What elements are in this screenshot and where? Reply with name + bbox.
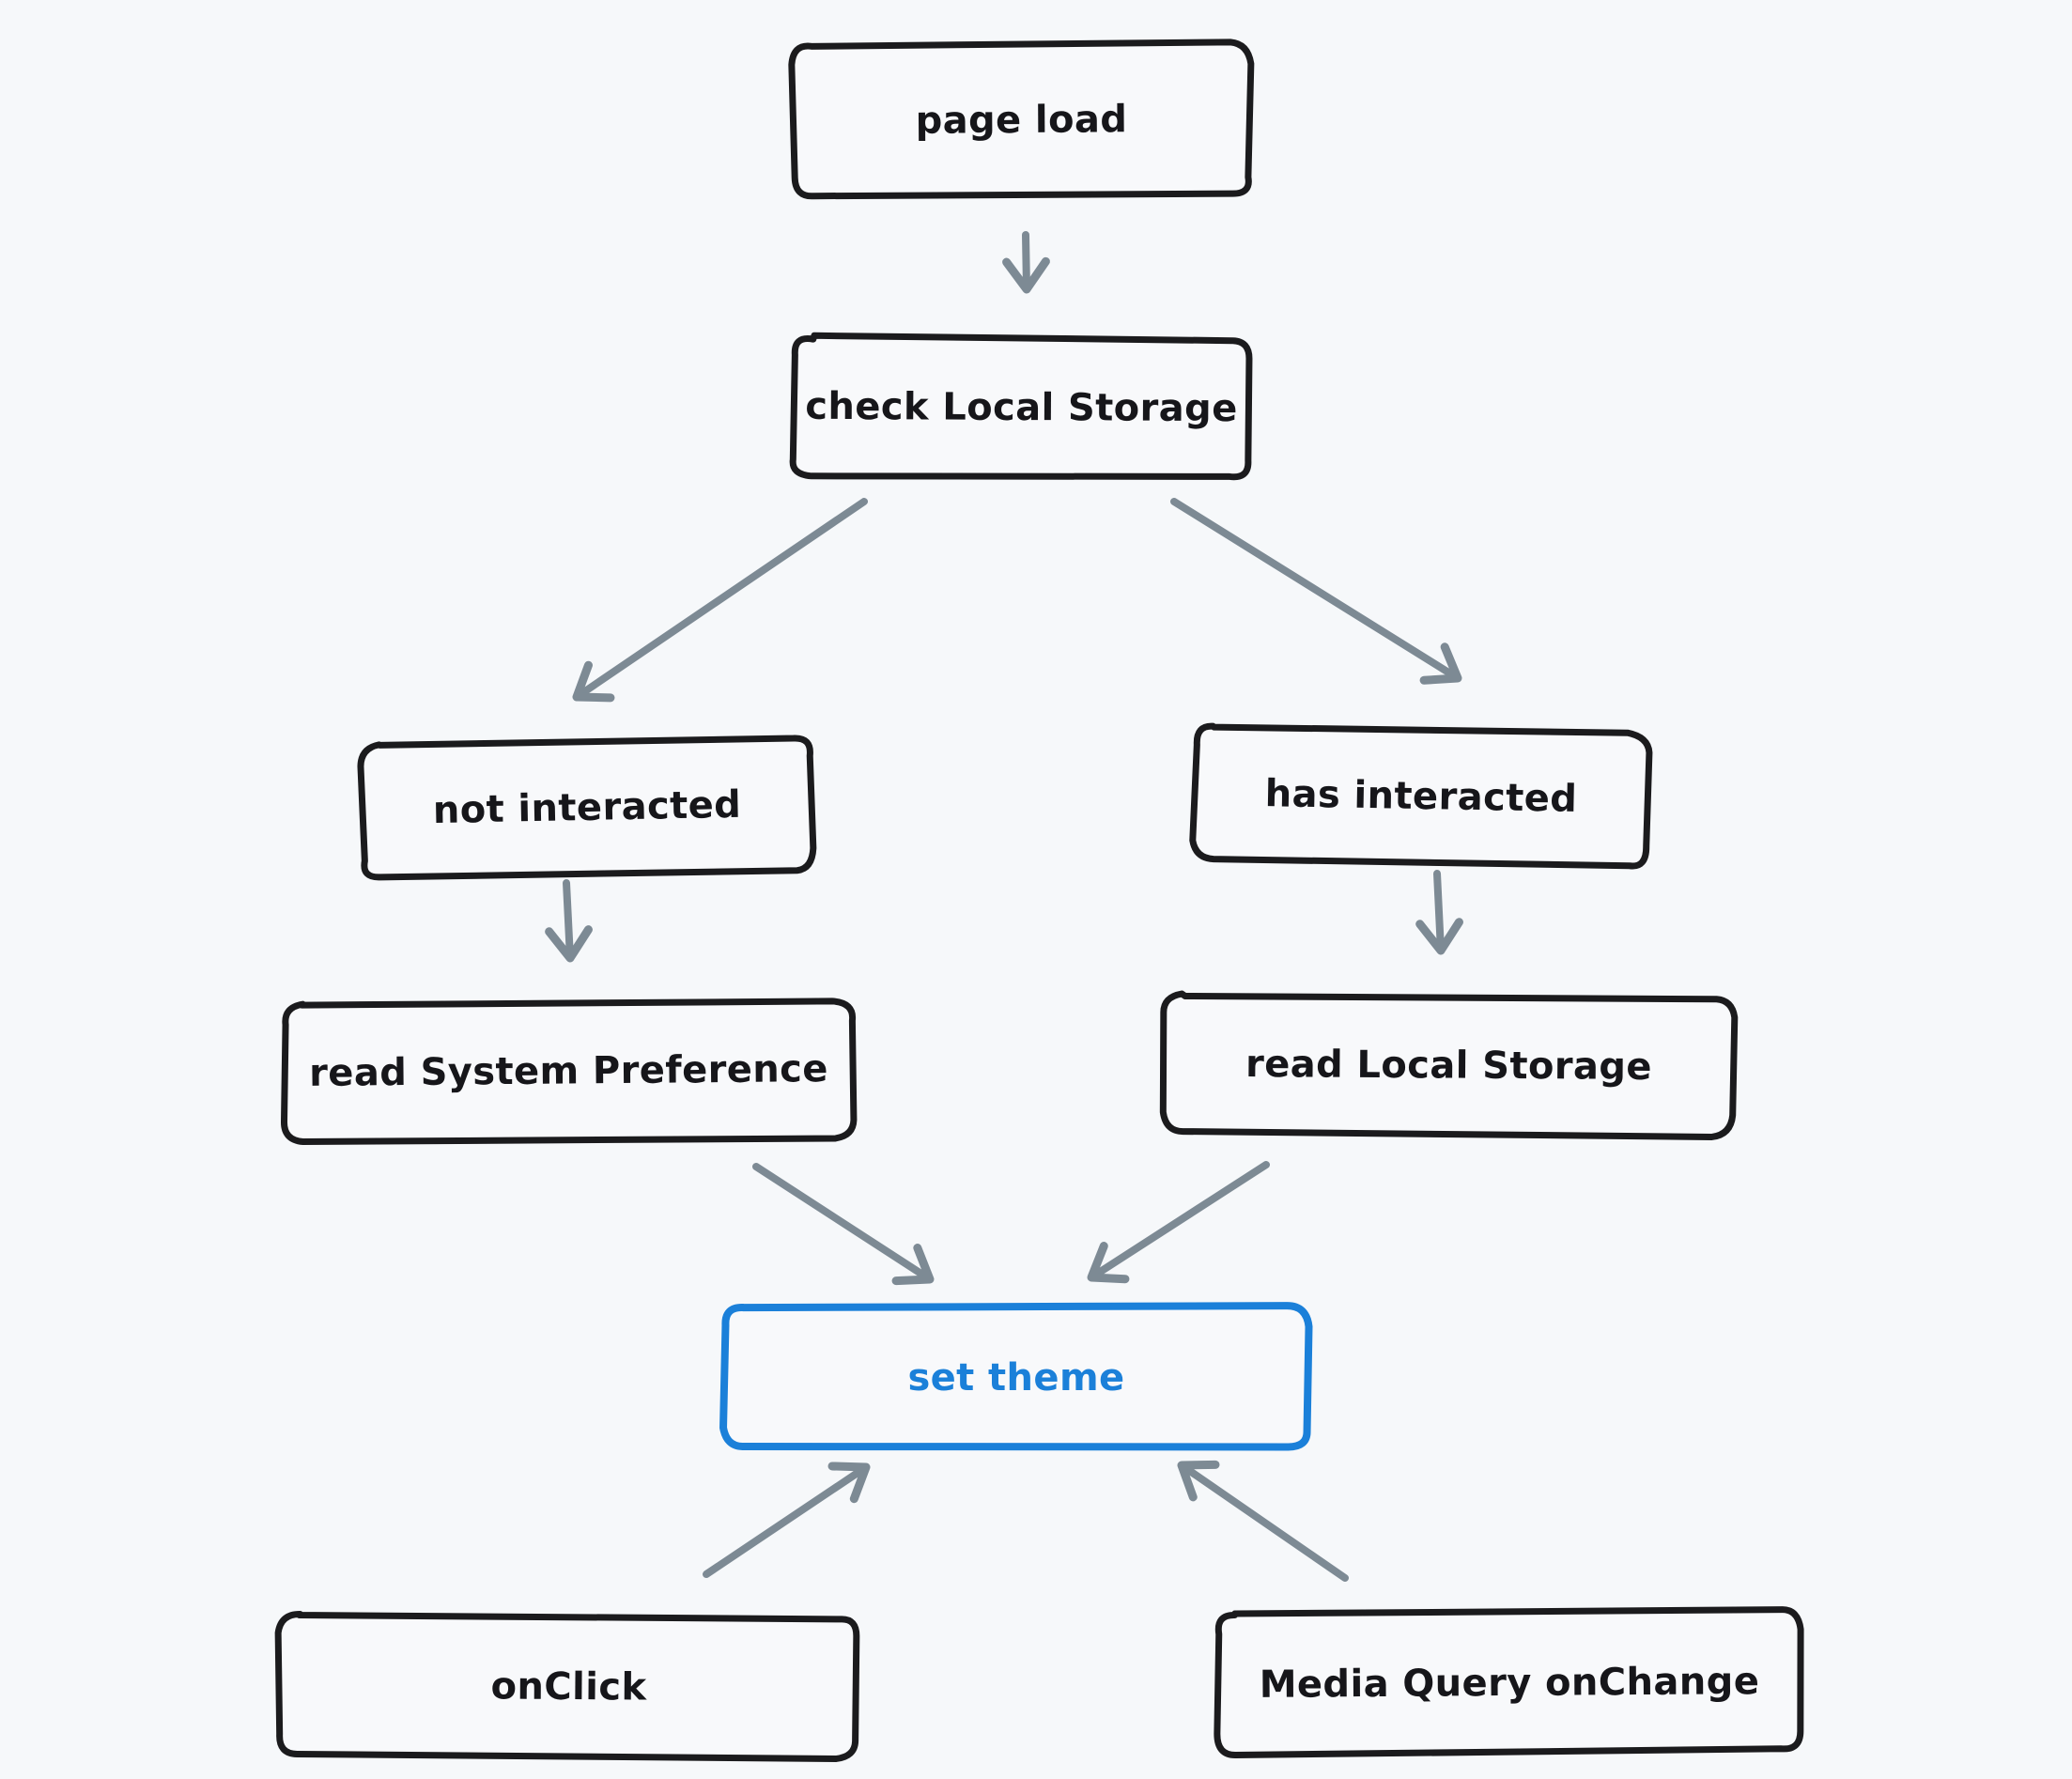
node-label: read Local Storage — [1245, 1043, 1652, 1089]
edge-arrowhead — [1177, 1460, 1220, 1502]
edge-line — [1170, 498, 1461, 682]
node-label: page load — [915, 98, 1127, 143]
node-border — [274, 1610, 860, 1762]
node-border — [281, 998, 858, 1146]
node-set-theme[interactable]: set theme — [719, 1302, 1313, 1451]
node-onclick[interactable]: onClick — [274, 1610, 860, 1762]
edge-media-query-to-set-theme — [1177, 1460, 1349, 1582]
node-page-load[interactable]: page load — [788, 39, 1255, 200]
edge-line — [1088, 1161, 1270, 1281]
node-border — [788, 39, 1255, 200]
edge-arrowhead — [1415, 918, 1463, 955]
edge-page-load-to-check — [1002, 231, 1050, 294]
edge-arrowhead — [1002, 256, 1050, 294]
edge-read-local-to-set-theme — [1087, 1161, 1270, 1284]
node-border — [357, 735, 817, 881]
edge-line — [1433, 870, 1445, 954]
edge-line — [1022, 231, 1030, 293]
edge-read-system-to-set-theme — [752, 1163, 935, 1286]
edge-arrowhead — [1087, 1242, 1130, 1284]
edge-onclick-to-set-theme — [703, 1462, 871, 1578]
edge-line — [703, 1463, 870, 1578]
node-has-interacted[interactable]: has interacted — [1189, 722, 1653, 870]
node-border — [1214, 1606, 1804, 1758]
node-border — [1159, 990, 1739, 1140]
edge-line — [563, 879, 574, 962]
node-label: onClick — [490, 1664, 647, 1709]
node-border — [789, 332, 1253, 481]
edge-line — [1178, 1462, 1349, 1582]
node-label: has interacted — [1264, 772, 1577, 821]
nodes-layer: page load check Local Storage not interact… — [274, 39, 1804, 1762]
edge-has-interacted-to-read-local — [1415, 870, 1463, 955]
node-label: set theme — [907, 1356, 1124, 1400]
node-border — [1189, 722, 1653, 870]
node-media-query-onchange[interactable]: Media Query onChange — [1214, 1606, 1804, 1758]
edge-line — [573, 498, 868, 701]
node-label: read System Preference — [309, 1047, 828, 1095]
edge-check-to-has-interacted — [1170, 498, 1462, 685]
node-label: not interacted — [432, 783, 741, 832]
edge-arrowhead — [827, 1462, 871, 1504]
edge-arrowhead — [545, 925, 593, 963]
edges-layer — [545, 231, 1463, 1582]
node-read-local-storage[interactable]: read Local Storage — [1159, 990, 1739, 1140]
node-border — [719, 1302, 1313, 1451]
edge-check-to-not-interacted — [572, 498, 868, 703]
edge-line — [752, 1163, 934, 1283]
node-not-interacted[interactable]: not interacted — [357, 735, 817, 881]
edge-arrowhead — [572, 660, 615, 703]
node-label: Media Query onChange — [1260, 1660, 1760, 1707]
edge-arrowhead — [891, 1244, 935, 1286]
node-read-system-preference[interactable]: read System Preference — [281, 998, 858, 1146]
node-label: check Local Storage — [805, 385, 1238, 430]
edge-not-interacted-to-read-system — [545, 879, 593, 963]
edge-arrowhead — [1419, 642, 1462, 685]
node-check-local-storage[interactable]: check Local Storage — [789, 332, 1253, 481]
